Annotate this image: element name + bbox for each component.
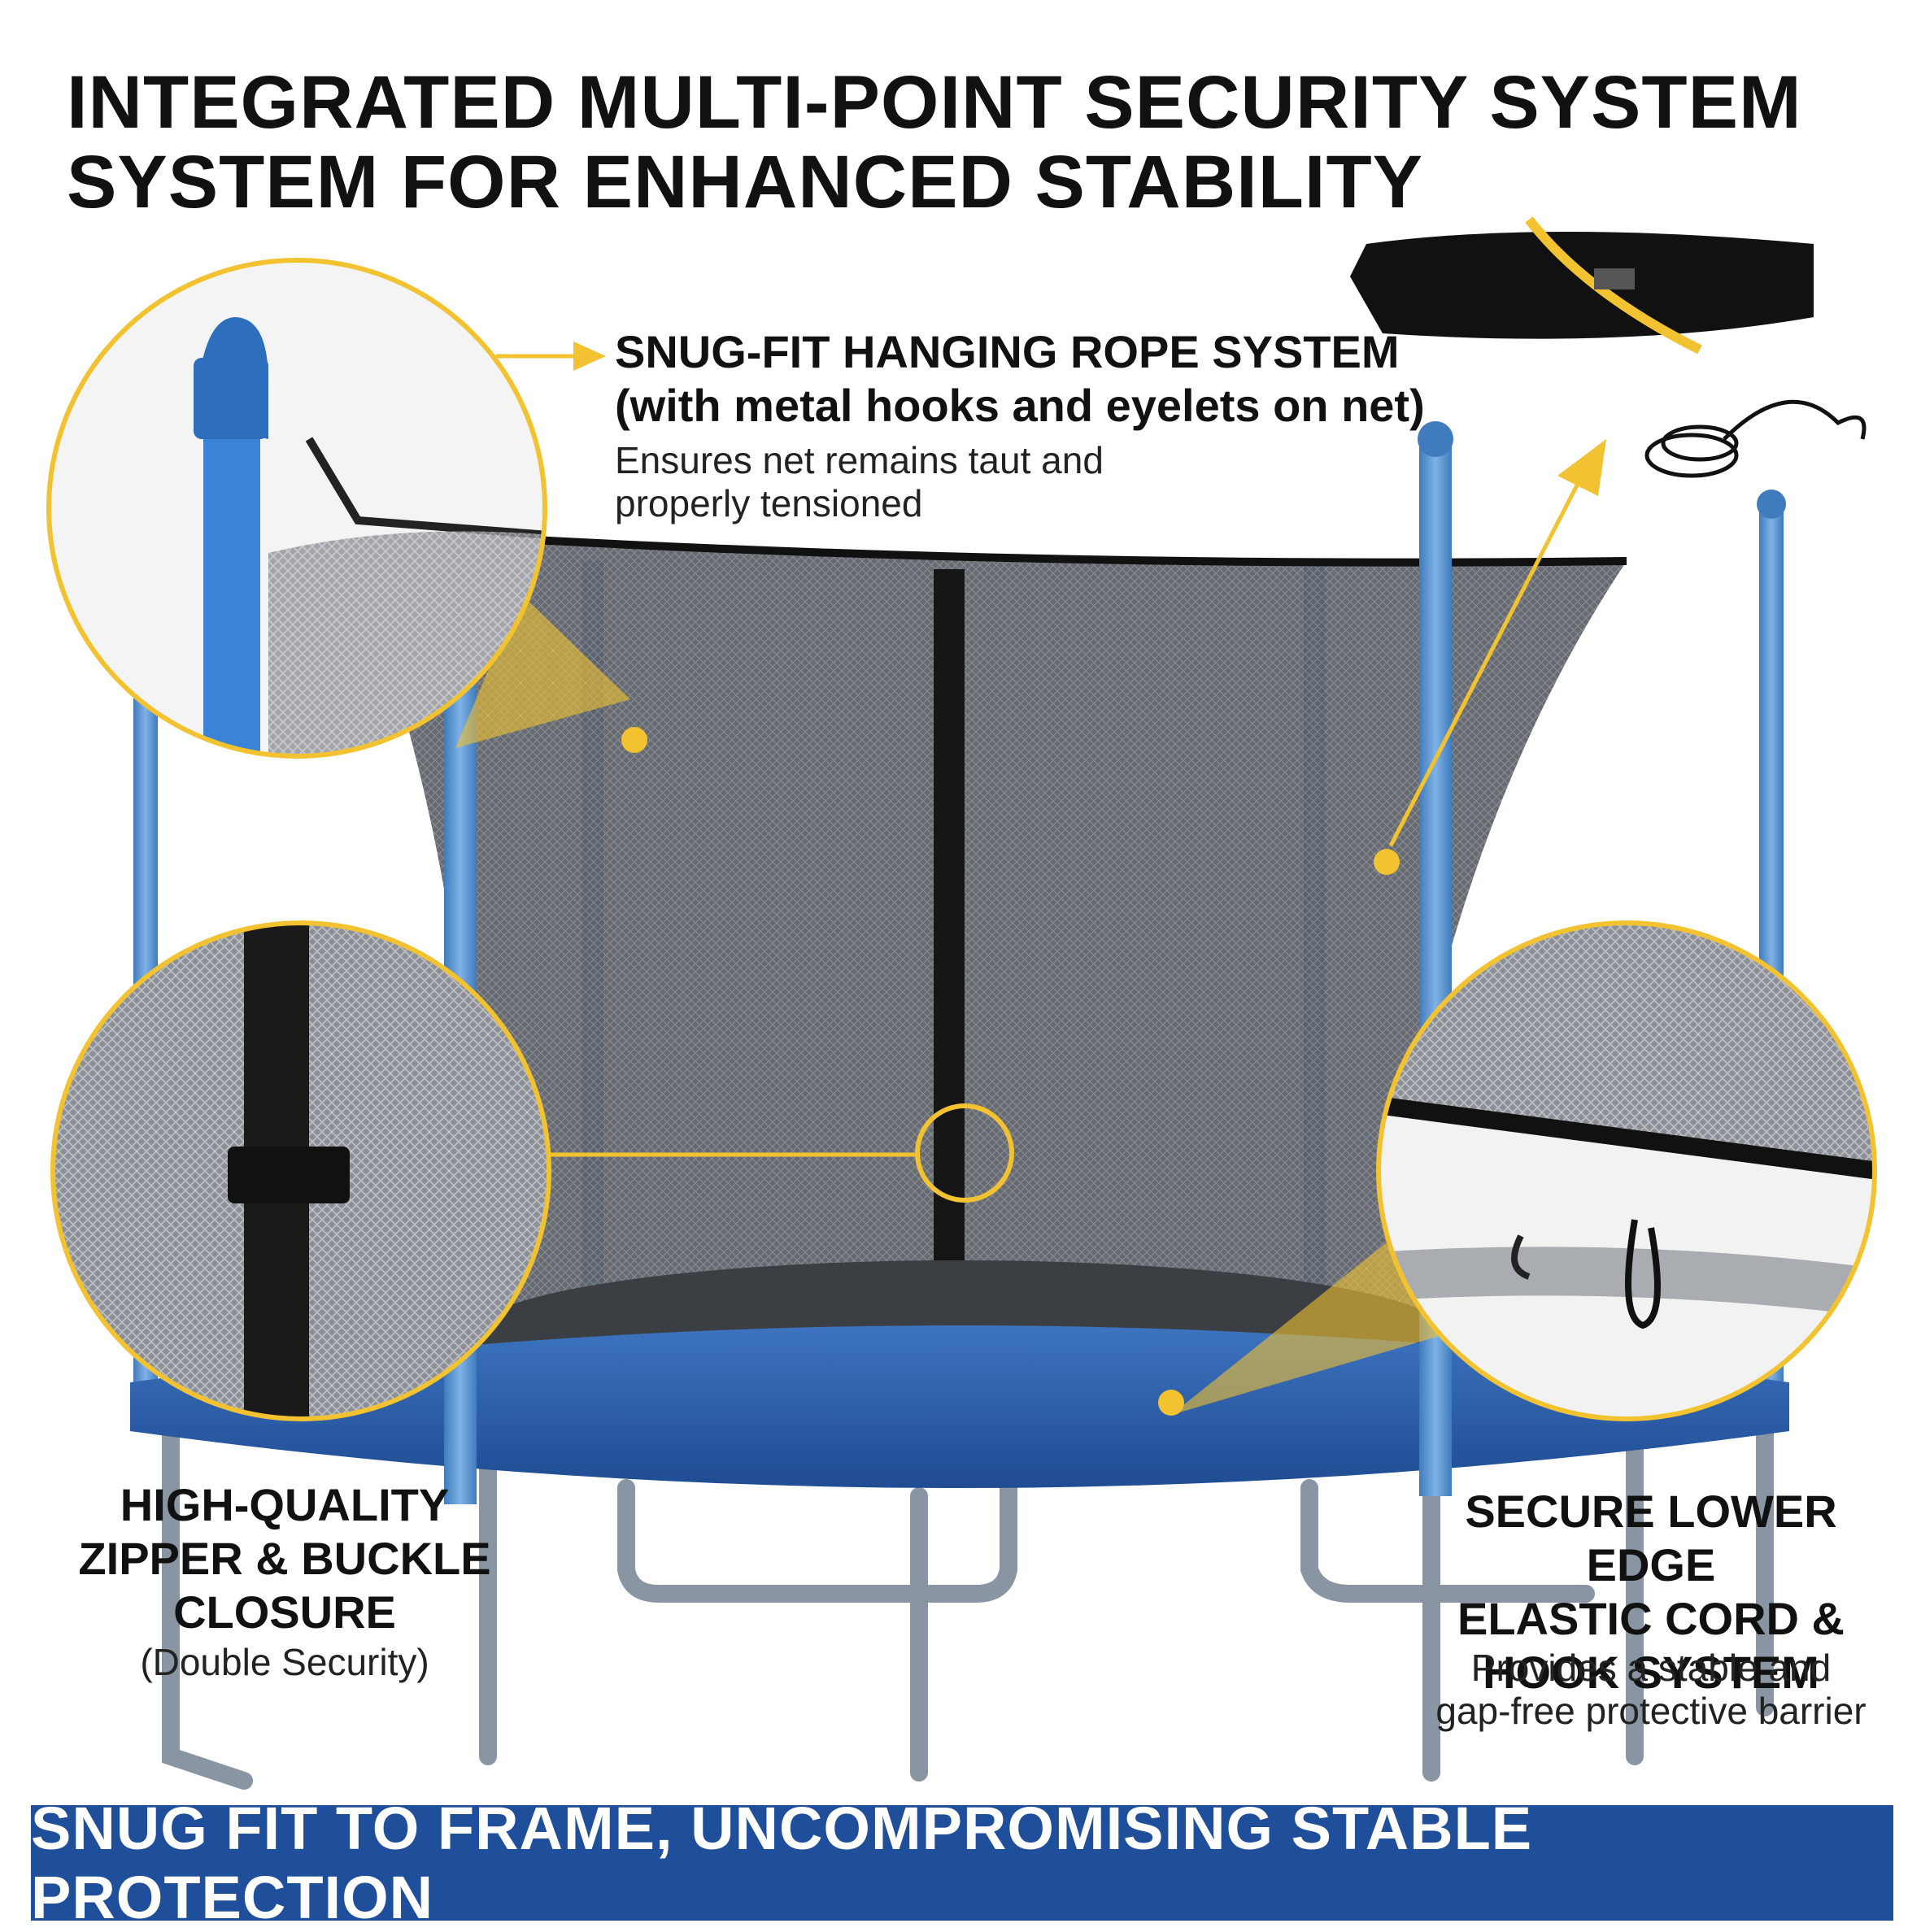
edge-feature-title: SECURE LOWER EDGE ELASTIC CORD & HOOK SY… [1399,1485,1903,1699]
edge-title-line-2: ELASTIC CORD & [1457,1593,1845,1645]
callout-dot [621,727,647,753]
zipper-title-line-1: HIGH-QUALITY [120,1479,450,1530]
frame-pad [130,1325,1789,1488]
edge-feature-subtitle: Provides a stable and gap-free protectiv… [1399,1647,1903,1734]
rope-title-line-1: SNUG-FIT HANGING ROPE SYSTEM [615,326,1400,377]
rope-bundle-product [1644,399,1867,478]
net-zipper [934,569,965,1399]
callout-dot [1374,849,1400,875]
safety-net [342,529,1627,1382]
edge-title-line-1: SECURE LOWER EDGE [1465,1486,1837,1591]
rope-sub-line-2: properly tensioned [615,482,923,525]
trampoline-legs [162,1398,1774,1790]
headline-line-2: SYSTEM FOR ENHANCED STABILITY [67,141,1424,224]
edge-sub-line-2: gap-free protective barrier [1435,1690,1867,1733]
pointer-arrow [496,342,606,371]
magnifier-ring [1376,920,1877,1421]
edge-sub-line-1: Provides a stable and [1470,1647,1832,1689]
callout-wedge [1171,1236,1448,1415]
zipper-feature-subtitle: (Double Security) [140,1641,429,1683]
zipper-title-line-2: ZIPPER & BUCKLE [78,1533,491,1585]
magnifier-callout [1379,923,1875,1419]
rope-sub-line-1: Ensures net remains taut and [615,439,1104,481]
magnifier-ring [46,258,547,759]
pole-cap [1418,421,1453,457]
magnifier-callout [49,260,545,756]
magnifier-ring [50,920,551,1421]
bottom-banner: SNUG FIT TO FRAME, UNCOMPROMISING STABLE… [31,1795,1893,1931]
callout-dot [1158,1390,1184,1416]
pole-cap [1757,490,1786,519]
rope-feature-subtitle: Ensures net remains taut and properly te… [615,439,1265,526]
rope-title-line-2: (with metal hooks and eyelets on net) [615,380,1425,432]
pointer-arrow [1388,439,1606,847]
callout-wedge [455,594,630,748]
headline-line-1: INTEGRATED MULTI-POINT SECURITY SYSTEM [67,61,1802,144]
zipper-title-line-3: CLOSURE [173,1586,396,1638]
folded-net-product [1350,216,1814,355]
magnifier-callout [53,923,549,1419]
edge-title-line-3: HOOK SYSTEM [1483,1647,1819,1699]
banner-text: SNUG FIT TO FRAME, UNCOMPROMISING STABLE… [31,1795,1533,1931]
zipper-feature-title: HIGH-QUALITY ZIPPER & BUCKLE CLOSURE [65,1478,504,1639]
rope-feature-title: SNUG-FIT HANGING ROPE SYSTEM (with metal… [615,325,1428,433]
callout-ring [915,1103,1014,1203]
